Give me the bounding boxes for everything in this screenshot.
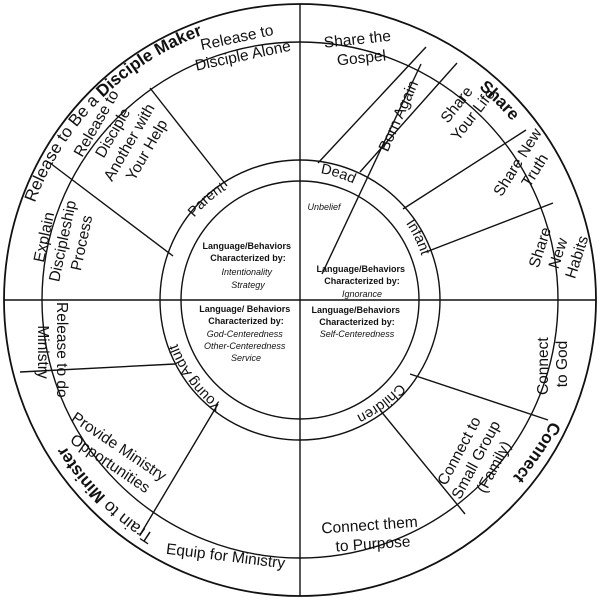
svg-text:God-Centeredness Other-C: God-Centeredness Other-Centeredness Serv… bbox=[204, 329, 288, 363]
svg-text:Language/Behaviors Chara: Language/Behaviors Characterized by: bbox=[202, 241, 293, 263]
inner-parent-item: Intentionality bbox=[221, 267, 272, 277]
segment-share-truth: Share New Truth bbox=[491, 122, 564, 210]
divider-explain bbox=[49, 162, 174, 257]
divider-dead-born bbox=[317, 46, 427, 164]
segment-connect-group: Connect to Small Group (Family) bbox=[432, 405, 523, 511]
svg-text:Language/Behaviors Chara: Language/Behaviors Characterized by: bbox=[311, 305, 402, 327]
divider-life bbox=[359, 62, 458, 173]
stage-infant: Infant bbox=[402, 217, 433, 257]
svg-text:Intentionality Strategy: Intentionality Strategy bbox=[221, 267, 274, 290]
segment-release-ministry: Release to do Ministry bbox=[34, 302, 70, 402]
svg-text:Self-Centeredness: Self-Centeredness bbox=[320, 329, 395, 339]
svg-text:Language/ Behaviors Char: Language/ Behaviors Characterized by: bbox=[199, 304, 293, 326]
segment-equip: Equip for Ministry bbox=[165, 541, 286, 572]
inner-young-adult-item: Service bbox=[231, 353, 261, 363]
divider-connect-group bbox=[379, 409, 466, 515]
inner-children-item: Self-Centeredness bbox=[320, 329, 395, 339]
divider-born-again bbox=[321, 63, 422, 275]
svg-text:Ignorance: Ignorance bbox=[342, 289, 382, 299]
inner-parent-item: Strategy bbox=[231, 280, 265, 290]
stage-parent: Parent bbox=[185, 179, 228, 220]
inner-young-adult-item: Other-Centeredness bbox=[204, 341, 286, 351]
inner-infant-item: Ignorance bbox=[342, 289, 382, 299]
segment-born-again: Born Again bbox=[376, 78, 422, 154]
inner-infant: Language/Behaviors Characterized by: Ign… bbox=[316, 264, 407, 299]
inner-infant-heading: Language/Behaviors bbox=[316, 264, 405, 274]
divider-release-help bbox=[149, 87, 228, 187]
inner-children: Language/Behaviors Characterized by: Sel… bbox=[311, 305, 402, 339]
segment-connect-purpose: Connect them to Purpose bbox=[321, 514, 424, 557]
inner-parent-heading: Language/Behaviors bbox=[202, 241, 291, 251]
wheel-lines bbox=[3, 3, 597, 597]
unbelief-label: Unbelief bbox=[307, 202, 342, 212]
divider-truth bbox=[402, 129, 527, 210]
segment-connect-god: Connect to God bbox=[535, 333, 571, 395]
stage-young-adult: Young Adult bbox=[166, 342, 225, 414]
segment-share-gospel: Share the Gospel bbox=[323, 27, 398, 70]
segment-share-habits: Share New Habits bbox=[526, 221, 592, 281]
inner-young-adult-item: God-Centeredness bbox=[207, 329, 284, 339]
divider-connect-god bbox=[409, 373, 549, 421]
divider-provide bbox=[139, 403, 219, 536]
svg-text:Language/Behaviors Chara: Language/Behaviors Characterized by: bbox=[316, 264, 407, 286]
inner-young-adult-heading: Language/ Behaviors bbox=[199, 304, 290, 314]
segment-release-alone: Release to Disciple Alone bbox=[190, 19, 293, 74]
divider-release-ministry bbox=[19, 363, 176, 373]
divider-habits bbox=[425, 202, 554, 253]
inner-young-adult: Language/ Behaviors Characterized by: Go… bbox=[199, 304, 293, 363]
segment-explain-process: Explain Discipleship Process bbox=[28, 191, 100, 288]
inner-parent: Language/Behaviors Characterized by: Int… bbox=[202, 241, 293, 290]
inner-children-heading: Language/Behaviors bbox=[311, 305, 400, 315]
